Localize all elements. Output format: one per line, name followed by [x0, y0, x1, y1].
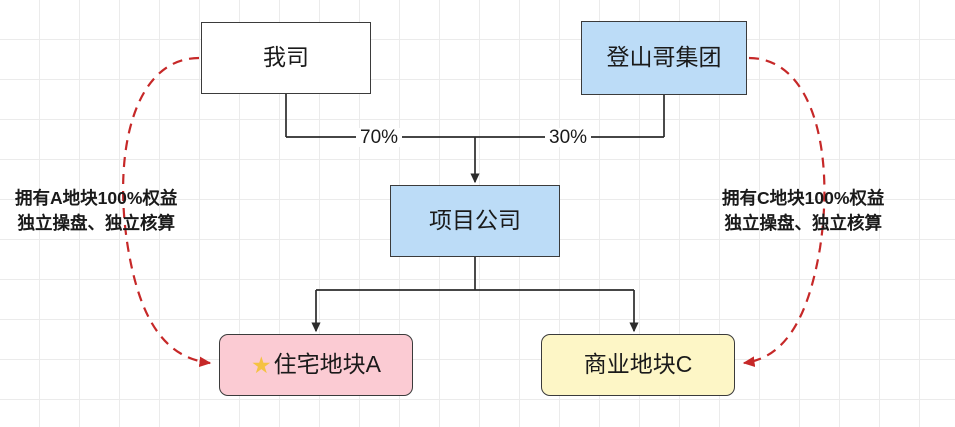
node-commercial-plot-c[interactable]: 商业地块C [541, 334, 735, 396]
node-residential-plot-a-label: 住宅地块A [273, 351, 381, 378]
node-company-label: 我司 [263, 44, 309, 71]
annotation-left: 拥有A地块100%权益 独立操盘、独立核算 [15, 186, 177, 236]
annotation-right-line-1: 拥有C地块100%权益 [722, 188, 885, 208]
node-group[interactable]: 登山哥集团 [581, 21, 747, 95]
node-residential-plot-a[interactable]: ★ 住宅地块A [219, 334, 413, 396]
annotation-left-line-1: 拥有A地块100%权益 [15, 188, 178, 208]
star-icon: ★ [251, 351, 272, 378]
annotation-right-line-2: 独立操盘、独立核算 [724, 212, 882, 233]
node-group-label: 登山哥集团 [606, 44, 722, 71]
node-project-company[interactable]: 项目公司 [390, 185, 560, 257]
edge-label-group-share: 30% [545, 128, 592, 147]
node-commercial-plot-c-label: 商业地块C [583, 351, 693, 378]
node-company[interactable]: 我司 [201, 22, 371, 94]
edge-label-company-share: 70% [356, 128, 403, 147]
annotation-left-line-2: 独立操盘、独立核算 [17, 212, 175, 233]
annotation-right: 拥有C地块100%权益 独立操盘、独立核算 [722, 186, 884, 236]
node-project-company-label: 项目公司 [429, 207, 521, 234]
